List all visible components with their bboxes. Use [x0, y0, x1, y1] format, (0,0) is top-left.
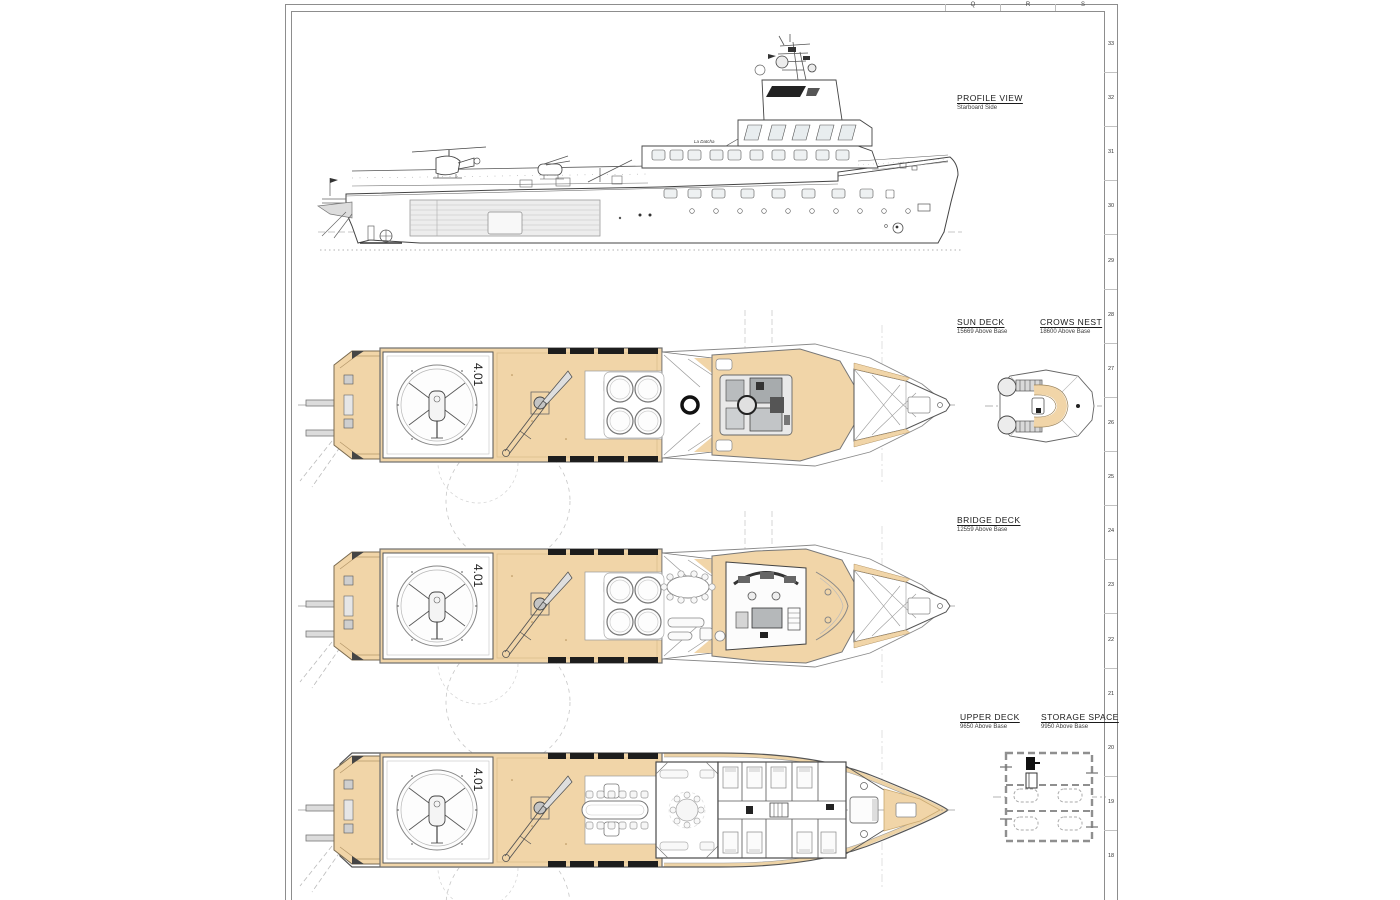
radar-dome-icon	[807, 63, 817, 73]
frame-top-inner	[291, 11, 1104, 12]
profile-view-label: PROFILE VIEW Starboard Side	[957, 93, 1023, 111]
radar-dome-icon	[997, 415, 1017, 435]
capstan-icon	[860, 830, 868, 838]
grid-number: 20	[1107, 745, 1115, 751]
bridge-deck-subtitle: 12559 Above Base	[957, 526, 1008, 533]
bridge-deck-title: BRIDGE DECK	[957, 515, 1021, 525]
grid-number: 28	[1107, 312, 1115, 318]
stored-items	[1013, 788, 1083, 831]
ruler-right-inner	[1104, 11, 1105, 900]
grid-number: 22	[1107, 637, 1115, 643]
sun-deck-plan	[297, 310, 956, 564]
grid-number: 21	[1107, 691, 1115, 697]
grid-number: 29	[1107, 258, 1115, 264]
mast-equipment	[719, 374, 793, 436]
portholes	[689, 208, 911, 214]
helicopter-folded-icon	[537, 155, 571, 180]
upper-deck-title: UPPER DECK	[960, 712, 1020, 722]
grid-number: 30	[1107, 203, 1115, 209]
grid-number: 23	[1107, 582, 1115, 588]
sun-deck-title: SUN DECK	[957, 317, 1005, 327]
crows-nest-subtitle: 18600 Above Base	[1040, 328, 1091, 335]
outdoor-dining-table	[581, 790, 649, 830]
profile-view-drawing: La Datcha	[317, 34, 962, 251]
storage-space-plan	[993, 751, 1106, 843]
main-salon	[655, 761, 719, 859]
grid-number: 27	[1107, 366, 1115, 372]
frame-left-inner	[291, 11, 292, 900]
frame-left-outer	[285, 4, 286, 900]
helicopter-profile-icon	[411, 146, 487, 179]
crows-nest-label: CROWS NEST 18600 Above Base	[1040, 317, 1102, 335]
upper-deck-subtitle: 9650 Above Base	[960, 723, 1008, 730]
grid-number: 26	[1107, 420, 1115, 426]
upper-deck-plan	[297, 730, 956, 900]
crows-nest-title: CROWS NEST	[1040, 317, 1103, 327]
radar-dome-icon	[775, 55, 789, 69]
alfresco-dining	[660, 570, 716, 604]
crows-nest-plan	[985, 369, 1102, 443]
boat-name: La Datcha	[694, 139, 715, 144]
bridge-deck-label: BRIDGE DECK 12559 Above Base	[957, 515, 1021, 533]
profile-view-subtitle: Starboard Side	[957, 104, 998, 111]
staircase	[769, 802, 789, 818]
grid-number: 32	[1107, 95, 1115, 101]
frame-top-outer	[285, 4, 1117, 5]
radar-dome-icon	[997, 377, 1017, 397]
sun-deck-label: SUN DECK 15669 Above Base	[957, 317, 1007, 335]
lounge-seating	[667, 617, 726, 642]
deck-crane-profile	[587, 159, 633, 183]
grid-number: 19	[1107, 799, 1115, 805]
wheelhouse	[725, 561, 807, 651]
grid-number: 24	[1107, 528, 1115, 534]
bed	[722, 766, 837, 854]
profile-view-title: PROFILE VIEW	[957, 93, 1023, 103]
storage-space-subtitle: 9950 Above Base	[1041, 723, 1089, 730]
observation-lounge	[815, 571, 849, 641]
bridge-deck-plan	[297, 511, 956, 765]
stern-flag-icon	[330, 178, 338, 183]
bow-thruster-icon	[892, 222, 904, 234]
sun-deck-subtitle: 15669 Above Base	[957, 328, 1008, 335]
ruler-right-outer	[1117, 4, 1118, 900]
grid-letter-q: Q	[970, 2, 976, 8]
grid-letter-s: S	[1080, 2, 1085, 8]
owner-cabin	[845, 765, 885, 855]
grid-letter-r: R	[1025, 2, 1031, 8]
mast-base-ring	[680, 395, 700, 415]
anchor-pocket	[917, 203, 931, 212]
upper-deck-label: UPPER DECK 9650 Above Base	[960, 712, 1020, 730]
cabin-block	[717, 761, 847, 859]
storage-space-title: STORAGE SPACE	[1041, 712, 1119, 722]
grid-number: 25	[1107, 474, 1115, 480]
grid-number: 18	[1107, 853, 1115, 859]
capstan-icon	[860, 782, 868, 790]
storage-space-label: STORAGE SPACE 9950 Above Base	[1041, 712, 1119, 730]
grid-number: 31	[1107, 149, 1115, 155]
grid-number: 33	[1107, 41, 1115, 47]
